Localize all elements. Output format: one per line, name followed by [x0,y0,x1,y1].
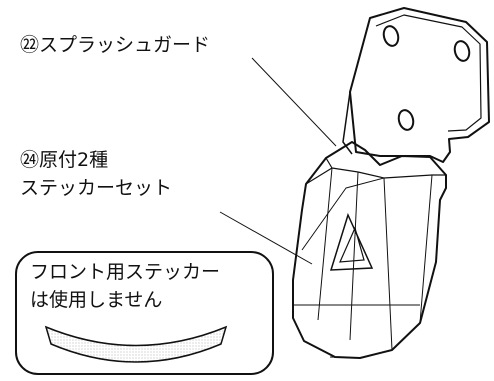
note-text-line2: は使用しません [30,289,163,311]
note-box [15,251,274,375]
front-sticker-shape [44,325,228,363]
leader-line-sticker-set [219,211,313,265]
sticker-outline [329,212,374,271]
mounting-hole-right [453,40,471,62]
note-text-line1: フロント用ステッカー [30,261,221,283]
guard-body [292,141,447,359]
callout-sticker-set-line1: ㉔原付2種 [20,149,109,171]
mounting-holes [382,25,471,131]
callout-sticker-set-line2: ステッカーセット [20,177,173,199]
mounting-hole-top [382,25,400,47]
mounting-plate [342,7,490,163]
leader-lines [219,57,337,265]
mounting-hole-bottom [397,109,415,131]
leader-line-splash-guard [251,57,337,147]
callout-splash-guard: ㉒スプラッシュガード [20,34,211,56]
